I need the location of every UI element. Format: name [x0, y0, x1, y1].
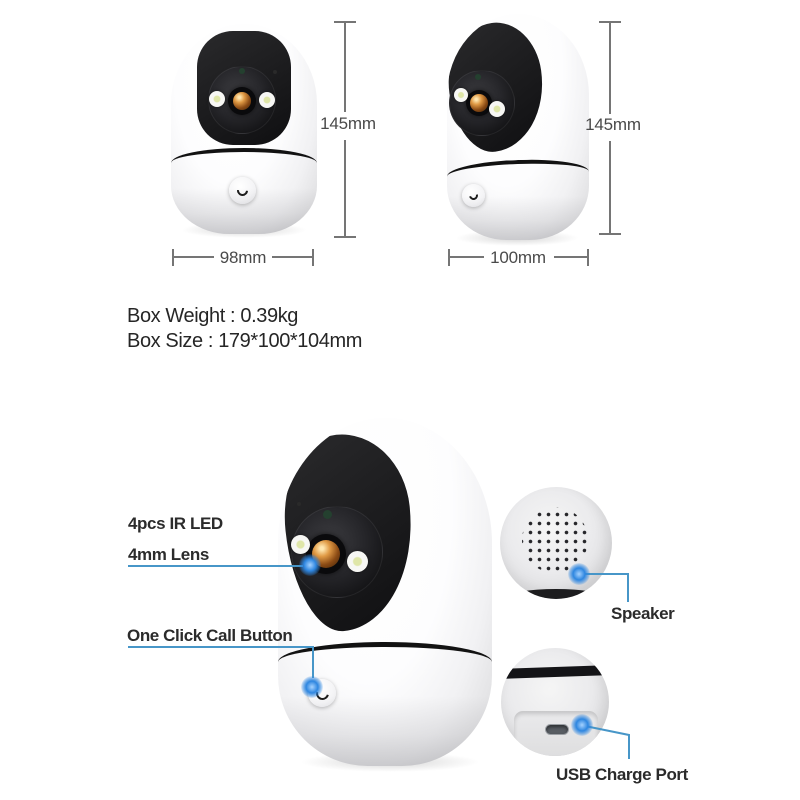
height-dim-cap: [334, 236, 356, 238]
glow-dot-speaker: [568, 563, 590, 585]
camera-front-view: [171, 24, 317, 234]
ir-led-left: [209, 91, 225, 107]
light-sensor-dot: [239, 68, 245, 74]
usb-label: USB Charge Port: [556, 765, 688, 784]
speaker-label: Speaker: [611, 604, 675, 623]
usb-detail-circle: [501, 648, 609, 756]
base-shading: [447, 196, 589, 240]
split-line: [278, 642, 492, 682]
speaker-detail-circle: [500, 487, 612, 599]
front-height-label: 145mm: [320, 114, 376, 133]
camera-large-view: [278, 418, 492, 766]
speaker-holes: [522, 507, 588, 573]
side-height-label: 145mm: [585, 115, 641, 134]
width-dim-cap: [587, 249, 589, 266]
width-dim-cap: [312, 249, 314, 266]
lens-label: 4mm Lens: [128, 545, 209, 564]
call-button-label: One Click Call Button: [127, 626, 293, 645]
box-weight-text: Box Weight : 0.39kg: [127, 305, 299, 327]
ir-led-label: 4pcs IR LED: [128, 514, 223, 533]
light-sensor-dot: [323, 510, 332, 519]
width-dim-cap: [172, 249, 174, 266]
box-size-text: Box Size : 179*100*104mm: [127, 330, 362, 352]
camera-side-view: [447, 14, 589, 240]
width-dim-line: [174, 256, 214, 258]
usb-circle-stripe: [501, 665, 609, 679]
glow-dot-call-button: [301, 676, 323, 698]
width-dim-cap: [448, 249, 450, 266]
camera-lens: [470, 94, 488, 112]
call-button: [229, 177, 256, 204]
box-info: Box Weight : 0.39kg Box Size : 179*100*1…: [127, 304, 362, 354]
mic-hole: [273, 70, 277, 74]
width-dim-line: [450, 256, 484, 258]
ir-led-right: [489, 101, 505, 117]
width-dim-line: [272, 256, 312, 258]
camera-lens: [233, 92, 251, 110]
light-sensor-dot: [475, 74, 481, 80]
side-width-label: 100mm: [490, 248, 546, 267]
height-dim-cap: [599, 233, 621, 235]
ir-led-left: [291, 535, 310, 554]
glow-dot-usb: [571, 714, 593, 736]
call-button: [462, 184, 485, 207]
glow-dot-lens: [299, 554, 321, 576]
speaker-base-edge: [508, 589, 604, 599]
ir-led-left: [454, 88, 468, 102]
height-dim-line: [609, 141, 611, 233]
height-dim-line: [344, 22, 346, 112]
width-dim-line: [554, 256, 588, 258]
usb-port: [545, 724, 569, 735]
height-dim-line: [609, 22, 611, 114]
front-width-label: 98mm: [219, 248, 267, 267]
split-line: [171, 148, 317, 178]
ir-led-right: [259, 92, 275, 108]
ir-led-right: [347, 551, 368, 572]
base-shading: [171, 188, 317, 234]
mic-hole: [297, 502, 301, 506]
height-dim-line: [344, 140, 346, 236]
base-shading: [278, 696, 492, 766]
